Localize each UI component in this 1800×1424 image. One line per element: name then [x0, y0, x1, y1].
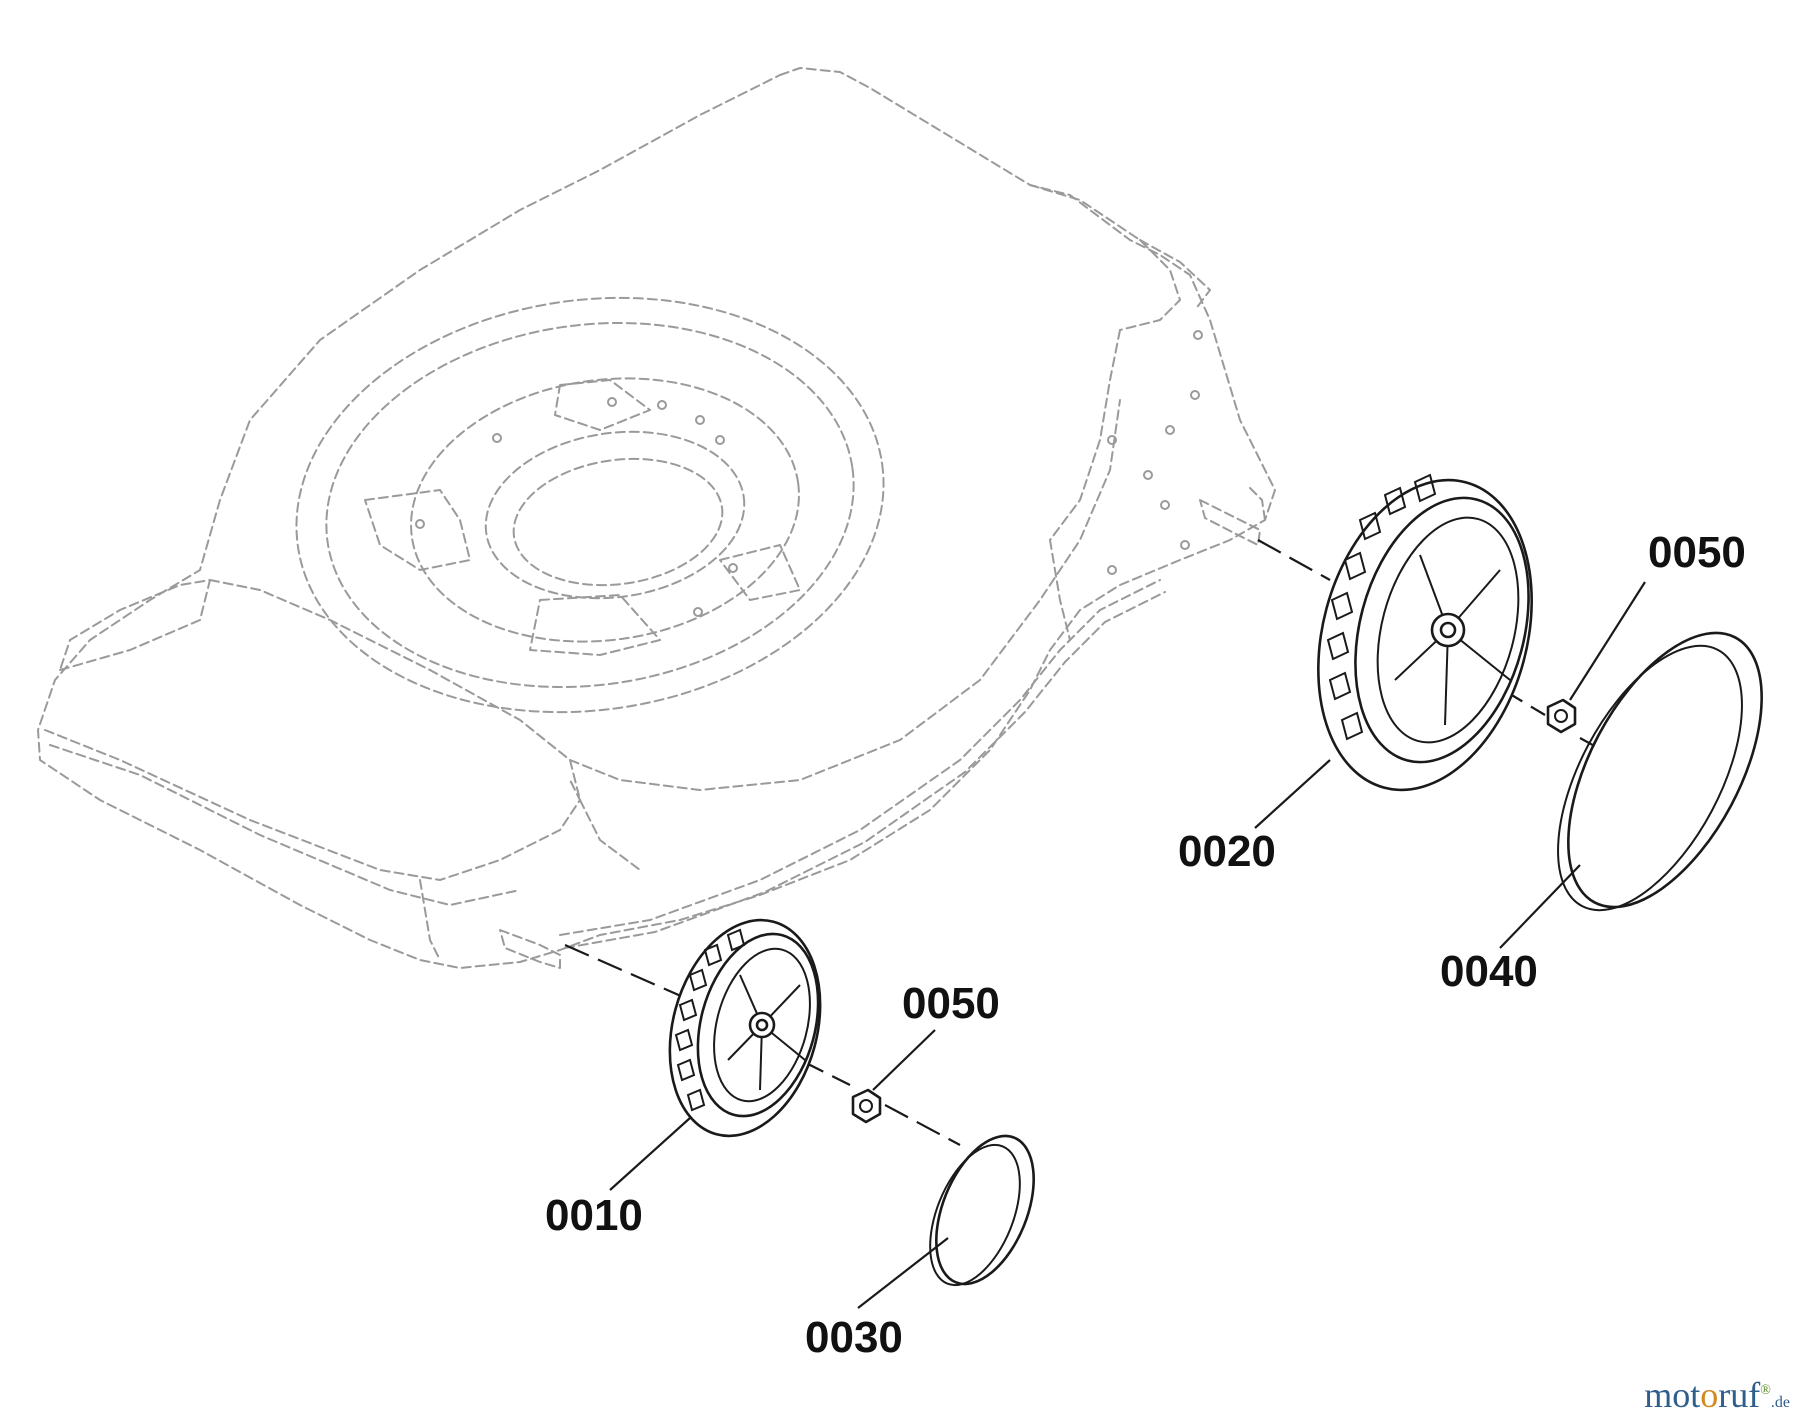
watermark-part: o — [1700, 1375, 1719, 1415]
rear-wheel — [1317, 473, 1533, 792]
leader-0040 — [1499, 864, 1581, 949]
watermark-part: ® — [1760, 1383, 1771, 1398]
rear-hub-cap — [1557, 631, 1763, 912]
callout-0040: 0040 — [1440, 947, 1538, 996]
callout-0010: 0010 — [545, 1191, 643, 1240]
callout-0050-right: 0050 — [1648, 528, 1746, 577]
callout-0050-left: 0050 — [902, 979, 1000, 1028]
leader-0030 — [857, 1237, 949, 1309]
watermark-part: mot — [1644, 1375, 1701, 1415]
rear-axis-line — [1257, 539, 1331, 581]
watermark-part: .de — [1770, 1394, 1790, 1411]
watermark-logo: motoruf®.de — [1644, 1374, 1790, 1416]
front-axis-line-3 — [884, 1104, 961, 1146]
front-wheel — [668, 918, 822, 1138]
watermark-part: ruf — [1718, 1375, 1761, 1415]
leader-0050-right — [1569, 581, 1646, 701]
callout-0030: 0030 — [805, 1313, 903, 1362]
front-hub-cap — [929, 1134, 1035, 1287]
callout-0020: 0020 — [1178, 827, 1276, 876]
front-axis-line — [564, 943, 691, 1002]
leader-0050-left — [872, 1029, 936, 1091]
mower-deck-outline — [37, 67, 1276, 969]
leader-0020 — [1254, 759, 1331, 829]
leader-0010 — [609, 1117, 691, 1191]
front-nut — [851, 1088, 882, 1124]
rear-nut — [1546, 698, 1577, 734]
